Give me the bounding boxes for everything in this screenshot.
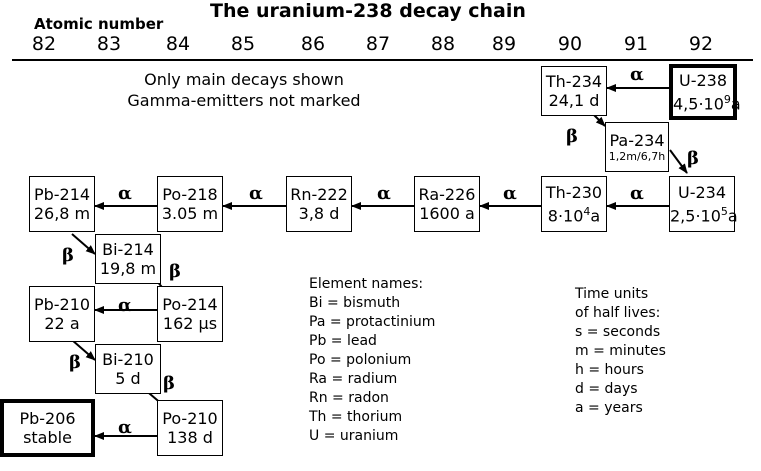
- alpha-label: α: [118, 183, 132, 204]
- legend-item: Bi = bismuth: [309, 295, 401, 311]
- beta-label: β: [62, 245, 74, 266]
- nuclide-name: Bi-214: [102, 240, 154, 259]
- atomic-number: 89: [491, 33, 517, 55]
- nuclide-box-pa234: Pa-234 1,2m/6,7h: [605, 122, 669, 172]
- atomic-number: 90: [557, 33, 583, 55]
- legend-item: h = hours: [575, 362, 644, 378]
- nuclide-box-rn222: Rn-222 3,8 d: [286, 176, 352, 232]
- nuclide-box-po214: Po-214 162 µs: [157, 286, 223, 342]
- beta-arrow: [71, 233, 96, 255]
- nuclide-name: U-238: [678, 70, 728, 90]
- alpha-label: α: [118, 295, 132, 316]
- alpha-label: α: [503, 183, 517, 204]
- legend-heading: Time units: [575, 286, 649, 302]
- nuclide-name: Po-210: [162, 409, 218, 428]
- half-life: 3.05 m: [161, 204, 219, 223]
- alpha-label: α: [630, 64, 644, 85]
- nuclide-name: Po-214: [162, 295, 218, 314]
- legend-item: Pa = protactinium: [309, 314, 436, 330]
- beta-arrow: [71, 339, 96, 361]
- element-names-legend: Element names: Bi = bismuth Pa = protact…: [309, 275, 435, 446]
- legend-item: a = years: [575, 400, 643, 416]
- atomic-number-row: 82 83 84 85 86 87 88 89 90 91 92: [0, 33, 761, 59]
- beta-label: β: [69, 352, 81, 373]
- nuclide-box-th230: Th-230 8·104a: [541, 176, 607, 232]
- note-line: Only main decays shown: [144, 70, 344, 89]
- nuclide-box-th234: Th-234 24,1 d: [541, 66, 607, 116]
- alpha-label: α: [377, 183, 391, 204]
- nuclide-name: U-234: [677, 182, 727, 202]
- nuclide-box-pb206: Pb-206 stable: [0, 399, 95, 457]
- legend-item: Pb = lead: [309, 333, 377, 349]
- half-life: 1,2m/6,7h: [608, 149, 666, 163]
- nuclide-name: Rn-222: [290, 185, 348, 204]
- nuclide-box-po210: Po-210 138 d: [157, 400, 223, 456]
- beta-label: β: [163, 373, 175, 394]
- half-life: 5 d: [115, 369, 141, 388]
- nuclide-box-u234: U-234 2,5·105a: [669, 176, 738, 232]
- legend-item: U = uranium: [309, 428, 399, 444]
- half-life: 8·104a: [547, 204, 601, 226]
- atomic-number: 86: [300, 33, 326, 55]
- half-life: 1600 a: [419, 204, 475, 223]
- legend-item: s = seconds: [575, 324, 661, 340]
- half-life: stable: [23, 428, 72, 447]
- beta-label: β: [687, 148, 699, 169]
- atomic-number: 91: [623, 33, 649, 55]
- atomic-number: 84: [165, 33, 191, 55]
- nuclide-name: Pa-234: [609, 130, 665, 150]
- legend-item: m = minutes: [575, 343, 666, 359]
- nuclide-name: Ra-226: [418, 185, 476, 204]
- legend-item: d = days: [575, 381, 638, 397]
- half-life: 19,8 m: [99, 259, 157, 278]
- atomic-number: 87: [365, 33, 391, 55]
- nuclide-name: Po-218: [162, 185, 218, 204]
- nuclide-name: Pb-210: [33, 295, 91, 314]
- legend-item: Po = polonium: [309, 352, 412, 368]
- beta-label: β: [169, 261, 181, 282]
- nuclide-box-ra226: Ra-226 1600 a: [414, 176, 480, 232]
- alpha-label: α: [249, 183, 263, 204]
- atomic-number: 85: [230, 33, 256, 55]
- nuclide-name: Pb-214: [33, 185, 91, 204]
- nuclide-box-po218: Po-218 3.05 m: [157, 176, 223, 232]
- diagram-title: The uranium-238 decay chain: [210, 0, 526, 22]
- nuclide-box-bi210: Bi-210 5 d: [95, 344, 161, 394]
- half-life: 26,8 m: [33, 204, 91, 223]
- legend-heading: of half lives:: [575, 305, 661, 321]
- atomic-number: 83: [96, 33, 122, 55]
- time-units-legend: Time units of half lives: s = seconds m …: [575, 285, 666, 418]
- legend-item: Ra = radium: [309, 371, 398, 387]
- nuclide-box-pb214: Pb-214 26,8 m: [29, 176, 95, 232]
- nuclide-box-bi214: Bi-214 19,8 m: [95, 234, 161, 284]
- beta-arrow: [669, 149, 688, 174]
- atomic-number: 92: [688, 33, 714, 55]
- nuclide-box-u238: U-238 4,5·109a: [669, 64, 741, 120]
- header-rule: [12, 59, 753, 61]
- legend-item: Th = thorium: [309, 409, 403, 425]
- half-life: 138 d: [167, 428, 213, 447]
- half-life: 22 a: [44, 314, 80, 333]
- half-life: 24,1 d: [548, 91, 600, 110]
- legend-item: Rn = radon: [309, 390, 389, 406]
- note-line: Gamma-emitters not marked: [127, 91, 361, 110]
- legend-heading: Element names:: [309, 276, 424, 292]
- atomic-number: 88: [430, 33, 456, 55]
- half-life: 2,5·105a: [670, 204, 738, 226]
- half-life: 4,5·109a: [673, 92, 741, 114]
- nuclide-box-pb210: Pb-210 22 a: [29, 286, 95, 342]
- alpha-label: α: [118, 417, 132, 438]
- half-life: 162 µs: [162, 314, 218, 333]
- nuclide-name: Bi-210: [102, 350, 154, 369]
- atomic-number-label: Atomic number: [34, 15, 164, 33]
- beta-label: β: [566, 126, 578, 147]
- nuclide-name: Th-230: [545, 182, 603, 202]
- alpha-label: α: [630, 183, 644, 204]
- atomic-number: 82: [31, 33, 57, 55]
- nuclide-name: Pb-206: [19, 409, 76, 428]
- nuclide-name: Th-234: [545, 72, 603, 91]
- half-life: 3,8 d: [298, 204, 340, 223]
- notes: Only main decays shown Gamma-emitters no…: [96, 69, 392, 111]
